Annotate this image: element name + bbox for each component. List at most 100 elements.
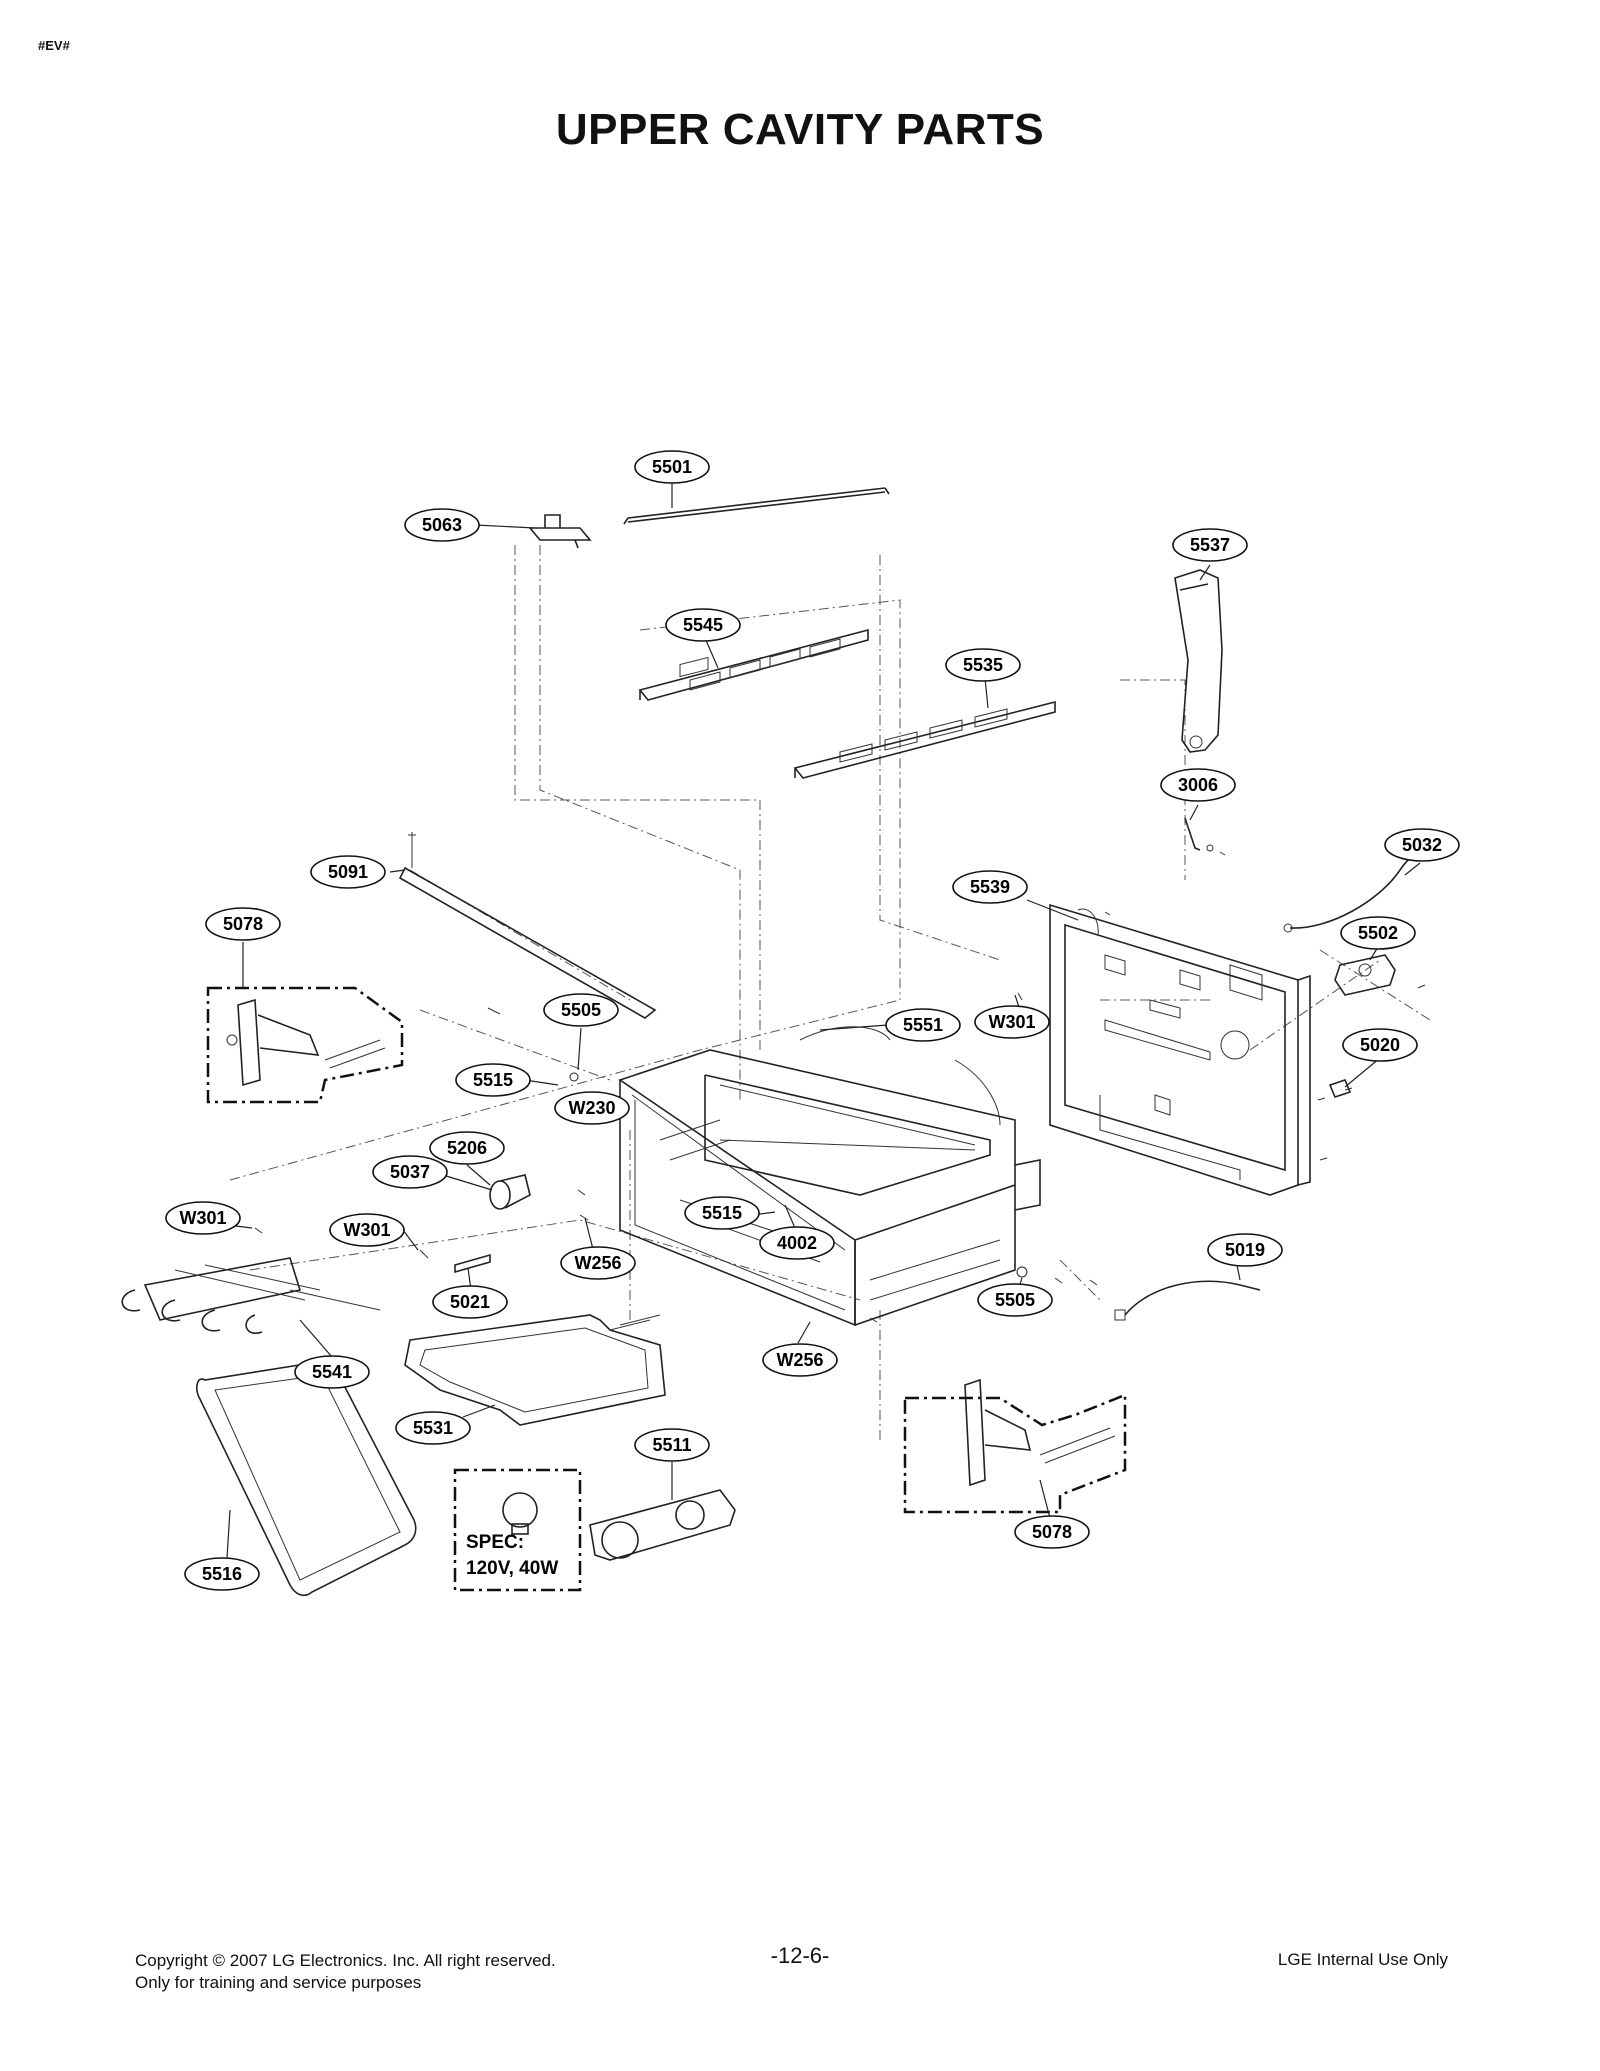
callout-bubble: [665, 608, 741, 642]
part-5539-back-panel: [1049, 903, 1311, 1196]
callout-number: 5505: [561, 1000, 601, 1020]
callout-5063: 5063: [404, 508, 480, 542]
callout-bubble: [759, 1226, 835, 1260]
callout-number: W256: [776, 1350, 823, 1370]
callout-5091: 5091: [310, 855, 386, 889]
callout-bubble: [554, 1091, 630, 1125]
internal-use-text: LGE Internal Use Only: [1277, 1950, 1448, 1969]
spec-box: [453, 1468, 582, 1592]
callout-bubble: [455, 1063, 531, 1097]
callout-bubble: [885, 1008, 961, 1042]
callout-w301: W301: [165, 1201, 241, 1235]
callout-number: 5539: [970, 877, 1010, 897]
part-5531-bake-element: [404, 1314, 666, 1426]
callout-bubble: [205, 907, 281, 941]
callout-number: W230: [568, 1098, 615, 1118]
callout-number: 5516: [202, 1564, 242, 1584]
callout-bubble: [634, 1428, 710, 1462]
callout-5502: 5502: [1340, 916, 1416, 950]
callout-number: 3006: [1178, 775, 1218, 795]
callout-number: 5063: [422, 515, 462, 535]
part-5020-thermostat: [1328, 1079, 1352, 1098]
callout-5501: 5501: [634, 450, 710, 484]
page-number: -12-6-: [770, 1943, 830, 1968]
callout-number: 5021: [450, 1292, 490, 1312]
callout-bubble: [1207, 1233, 1283, 1267]
part-5063-bracket: [528, 514, 592, 549]
document-tag: #EV#: [38, 38, 70, 53]
callout-5037: 5037: [372, 1155, 448, 1189]
callout-5505: 5505: [977, 1283, 1053, 1317]
callout-4002: 4002: [759, 1226, 835, 1260]
part-5511-lamp-assembly: [589, 1489, 736, 1561]
callout-number: 5501: [652, 457, 692, 477]
callout-number: 5515: [473, 1070, 513, 1090]
part-5535-panel: [793, 700, 1056, 779]
callout-5206: 5206: [429, 1131, 505, 1165]
callout-number: W301: [343, 1220, 390, 1240]
callout-bubble: [634, 450, 710, 484]
callout-bubble: [974, 1005, 1050, 1039]
callout-number: W301: [988, 1012, 1035, 1032]
callout-bubble: [560, 1246, 636, 1280]
leader-lines: [202, 478, 1421, 1559]
callout-bubble: [1342, 1028, 1418, 1062]
part-5541-broil-element: [121, 1257, 381, 1334]
callout-w301: W301: [329, 1213, 405, 1247]
callout-5545: 5545: [665, 608, 741, 642]
callout-bubble: [684, 1196, 760, 1230]
callout-number: 5505: [995, 1290, 1035, 1310]
callout-bubble: [1340, 916, 1416, 950]
callout-5515: 5515: [455, 1063, 531, 1097]
callout-bubble: [372, 1155, 448, 1189]
callout-5078: 5078: [205, 907, 281, 941]
part-5545-panel: [638, 628, 869, 701]
callout-bubble: [1160, 768, 1236, 802]
part-oven-cavity: [618, 1026, 1041, 1327]
callout-number: 5515: [702, 1203, 742, 1223]
callout-5515: 5515: [684, 1196, 760, 1230]
callout-bubble: [945, 648, 1021, 682]
callout-bubble: [294, 1355, 370, 1389]
callout-5511: 5511: [634, 1428, 710, 1462]
callout-number: W256: [574, 1253, 621, 1273]
callout-bubble: [165, 1201, 241, 1235]
callout-bubble: [543, 993, 619, 1027]
purpose-text: Only for training and service purposes: [135, 1973, 422, 1992]
part-5206-lamp-cover: [489, 1174, 531, 1210]
page-title: UPPER CAVITY PARTS: [555, 105, 1045, 154]
callout-number: 5511: [652, 1435, 691, 1455]
footer-left: Copyright © 2007 LG Electronics. Inc. Al…: [135, 1950, 556, 1994]
callout-bubble: [310, 855, 386, 889]
callout-bubble: [432, 1285, 508, 1319]
part-5078-right-assembly: [903, 1378, 1127, 1514]
callout-bubble: [952, 870, 1028, 904]
screws: [254, 834, 1426, 1323]
part-5019-wire: [1114, 1280, 1261, 1321]
callout-5531: 5531: [395, 1411, 471, 1445]
callout-number: 5537: [1190, 535, 1230, 555]
callout-number: 5531: [413, 1418, 453, 1438]
callout-number: 5206: [447, 1138, 487, 1158]
callout-number: 5019: [1225, 1240, 1265, 1260]
callout-number: 5078: [223, 914, 263, 934]
callout-bubble: [1172, 528, 1248, 562]
callout-bubble: [404, 508, 480, 542]
callout-bubble: [329, 1213, 405, 1247]
part-5078-left-assembly: [206, 986, 404, 1104]
part-5537-duct: [1174, 569, 1223, 753]
callout-5078: 5078: [1014, 1515, 1090, 1549]
callout-bubble: [762, 1343, 838, 1377]
callout-number: 4002: [777, 1233, 817, 1253]
callout-5539: 5539: [952, 870, 1028, 904]
callout-5021: 5021: [432, 1285, 508, 1319]
part-3006-sensor: [1184, 817, 1214, 852]
callout-number: W301: [179, 1208, 226, 1228]
spec-line-2: 120V, 40W: [466, 1558, 558, 1579]
callout-labels: 5501506355375545553530065032509155395502…: [165, 450, 1460, 1591]
callout-5551: 5551: [885, 1008, 961, 1042]
callout-w301: W301: [974, 1005, 1050, 1039]
callout-5535: 5535: [945, 648, 1021, 682]
callout-number: 5037: [390, 1162, 430, 1182]
